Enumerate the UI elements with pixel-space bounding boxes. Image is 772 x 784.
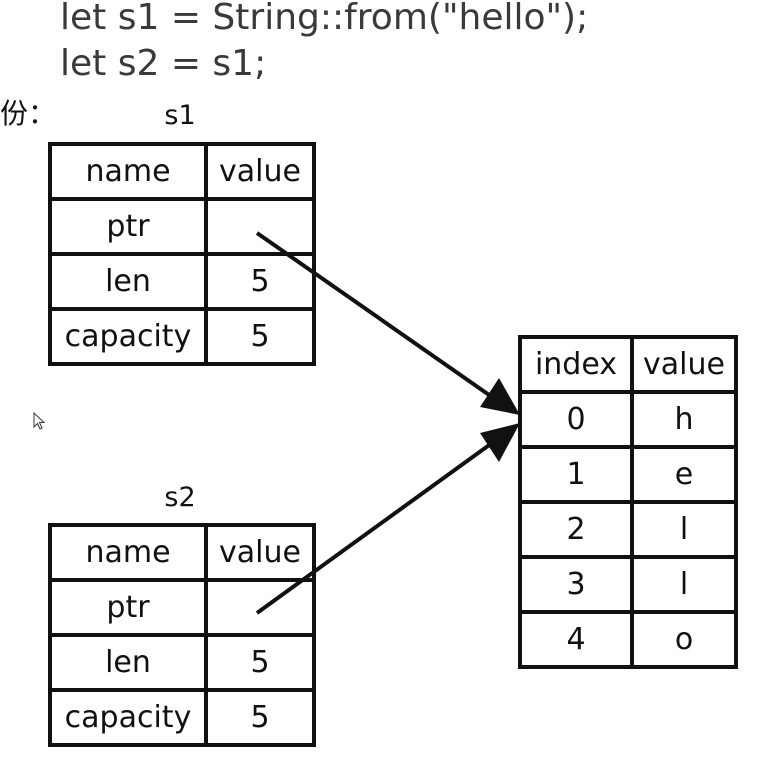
s1-title: s1 — [164, 100, 196, 131]
table-row: 1 e — [518, 445, 738, 504]
cell-value: e — [630, 445, 738, 504]
cell-index: 0 — [518, 390, 634, 449]
s1-ptr-arrowhead — [480, 378, 520, 415]
s1-stack-table: name value ptr len 5 capacity 5 — [48, 142, 316, 366]
cell-len-value: 5 — [204, 252, 316, 311]
cell-len-name: len — [48, 633, 208, 692]
cell-capacity-value: 5 — [204, 688, 316, 747]
cell-len-value: 5 — [204, 633, 316, 692]
code-line-1: let s1 = String::from("hello"); — [60, 0, 589, 38]
s2-ptr-arrowhead — [480, 423, 520, 462]
side-label: 份： — [0, 97, 57, 130]
heap-table: index value 0 h 1 e 2 l 3 l 4 o — [518, 335, 738, 669]
header-cell-index: index — [518, 335, 634, 394]
cell-len-name: len — [48, 252, 208, 311]
code-line-2: let s2 = s1; — [60, 43, 267, 84]
cell-value: l — [630, 500, 738, 559]
header-cell-name: name — [48, 523, 208, 582]
table-header-row: index value — [518, 335, 738, 394]
cell-index: 3 — [518, 555, 634, 614]
header-cell-name: name — [48, 142, 208, 201]
cell-value: h — [630, 390, 738, 449]
s2-stack-table: name value ptr len 5 capacity 5 — [48, 523, 316, 747]
cell-ptr-value — [204, 578, 316, 637]
cell-capacity-value: 5 — [204, 307, 316, 366]
cell-ptr-value — [204, 197, 316, 256]
cell-value: l — [630, 555, 738, 614]
table-row: capacity 5 — [48, 688, 316, 747]
cell-value: o — [630, 610, 738, 669]
cell-capacity-name: capacity — [48, 688, 208, 747]
header-cell-value: value — [204, 142, 316, 201]
table-row: len 5 — [48, 252, 316, 311]
table-row: 2 l — [518, 500, 738, 559]
cell-index: 4 — [518, 610, 634, 669]
table-row: ptr — [48, 197, 316, 256]
s2-title: s2 — [164, 482, 196, 513]
mouse-cursor-icon — [33, 412, 46, 430]
header-cell-value: value — [204, 523, 316, 582]
cell-ptr-name: ptr — [48, 578, 208, 637]
table-row: len 5 — [48, 633, 316, 692]
header-cell-value: value — [630, 335, 738, 394]
cell-capacity-name: capacity — [48, 307, 208, 366]
table-row: capacity 5 — [48, 307, 316, 366]
table-row: 4 o — [518, 610, 738, 669]
table-header-row: name value — [48, 142, 316, 201]
table-row: ptr — [48, 578, 316, 637]
cell-index: 1 — [518, 445, 634, 504]
cell-ptr-name: ptr — [48, 197, 208, 256]
cell-index: 2 — [518, 500, 634, 559]
table-row: 3 l — [518, 555, 738, 614]
table-row: 0 h — [518, 390, 738, 449]
table-header-row: name value — [48, 523, 316, 582]
